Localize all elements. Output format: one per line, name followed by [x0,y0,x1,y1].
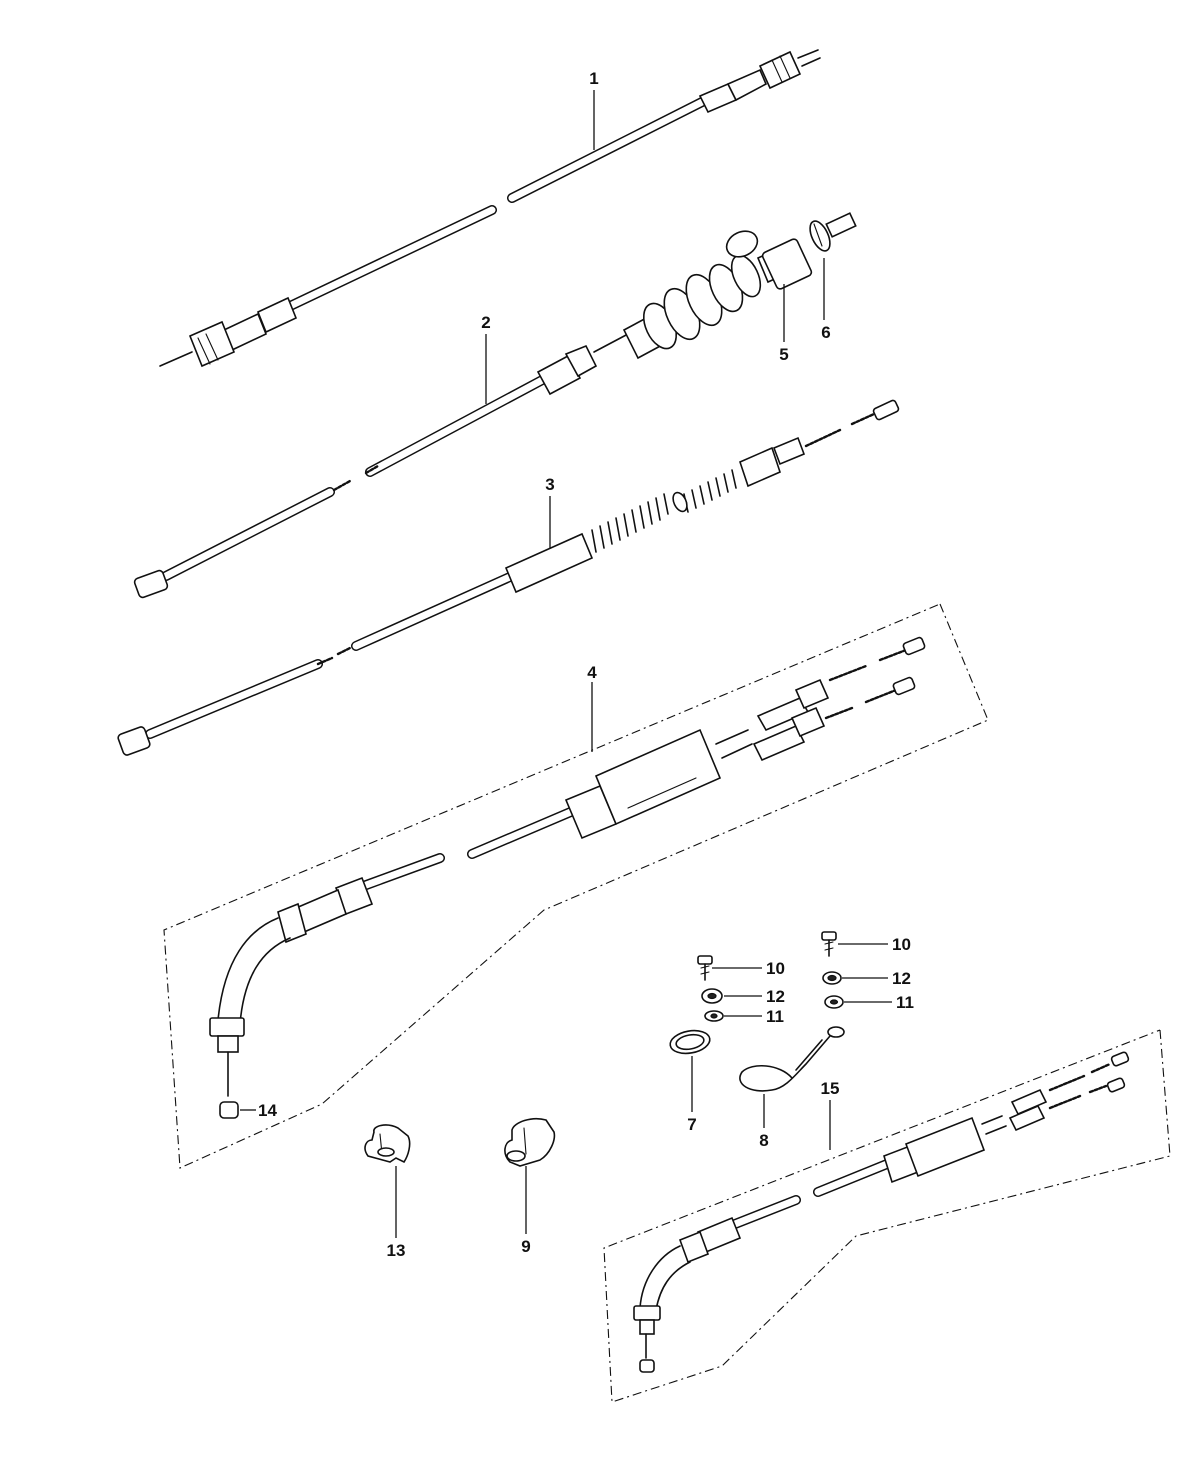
callout-15: 15 [821,1079,840,1098]
washer-12-left [701,988,723,1004]
part-7-ring-clip [669,1029,711,1055]
callout-12-left: 12 [766,987,785,1006]
spring-right [672,469,737,513]
callout-4: 4 [587,663,597,682]
spring-coil [591,493,669,553]
callout-3: 3 [545,475,554,494]
part-3-brake-cable [117,399,900,756]
callout-10-right: 10 [892,935,911,954]
washer-11-left [704,1010,724,1022]
callout-7: 7 [687,1115,696,1134]
callout-1: 1 [589,69,598,88]
callout-6: 6 [821,323,830,342]
callout-12-right: 12 [892,969,911,988]
screw-10-right [821,931,837,957]
part-1-speedometer-cable [159,49,821,368]
callout-11-left: 11 [766,1007,784,1026]
callout-5: 5 [779,345,788,364]
callout-10-left: 10 [766,959,785,978]
part-13-cable-sleeve [364,1124,411,1164]
part-5-adjuster [725,230,813,290]
boot-bellows [642,254,762,350]
part-15-throttle-cable-assembly [603,1029,1171,1403]
part-6-locknut [809,212,857,252]
part-9-cable-sleeve [504,1117,556,1167]
callout-2: 2 [481,313,490,332]
part-4-throttle-cable-assembly [163,603,989,1169]
callout-11-right: 11 [896,993,914,1012]
callout-13: 13 [387,1241,406,1260]
leader-lines [240,90,892,1238]
part-8-wire-clamp [739,1026,845,1092]
washer-11-right [824,995,844,1009]
callout-14: 14 [258,1101,277,1120]
screw-10-left [697,955,713,981]
callout-8: 8 [759,1131,768,1150]
callout-9: 9 [521,1237,530,1256]
callouts: 1 2 3 4 5 6 7 8 9 10 10 11 11 12 12 13 1… [258,69,914,1260]
part-2-clutch-cable [133,246,792,599]
washer-12-right [822,971,842,985]
